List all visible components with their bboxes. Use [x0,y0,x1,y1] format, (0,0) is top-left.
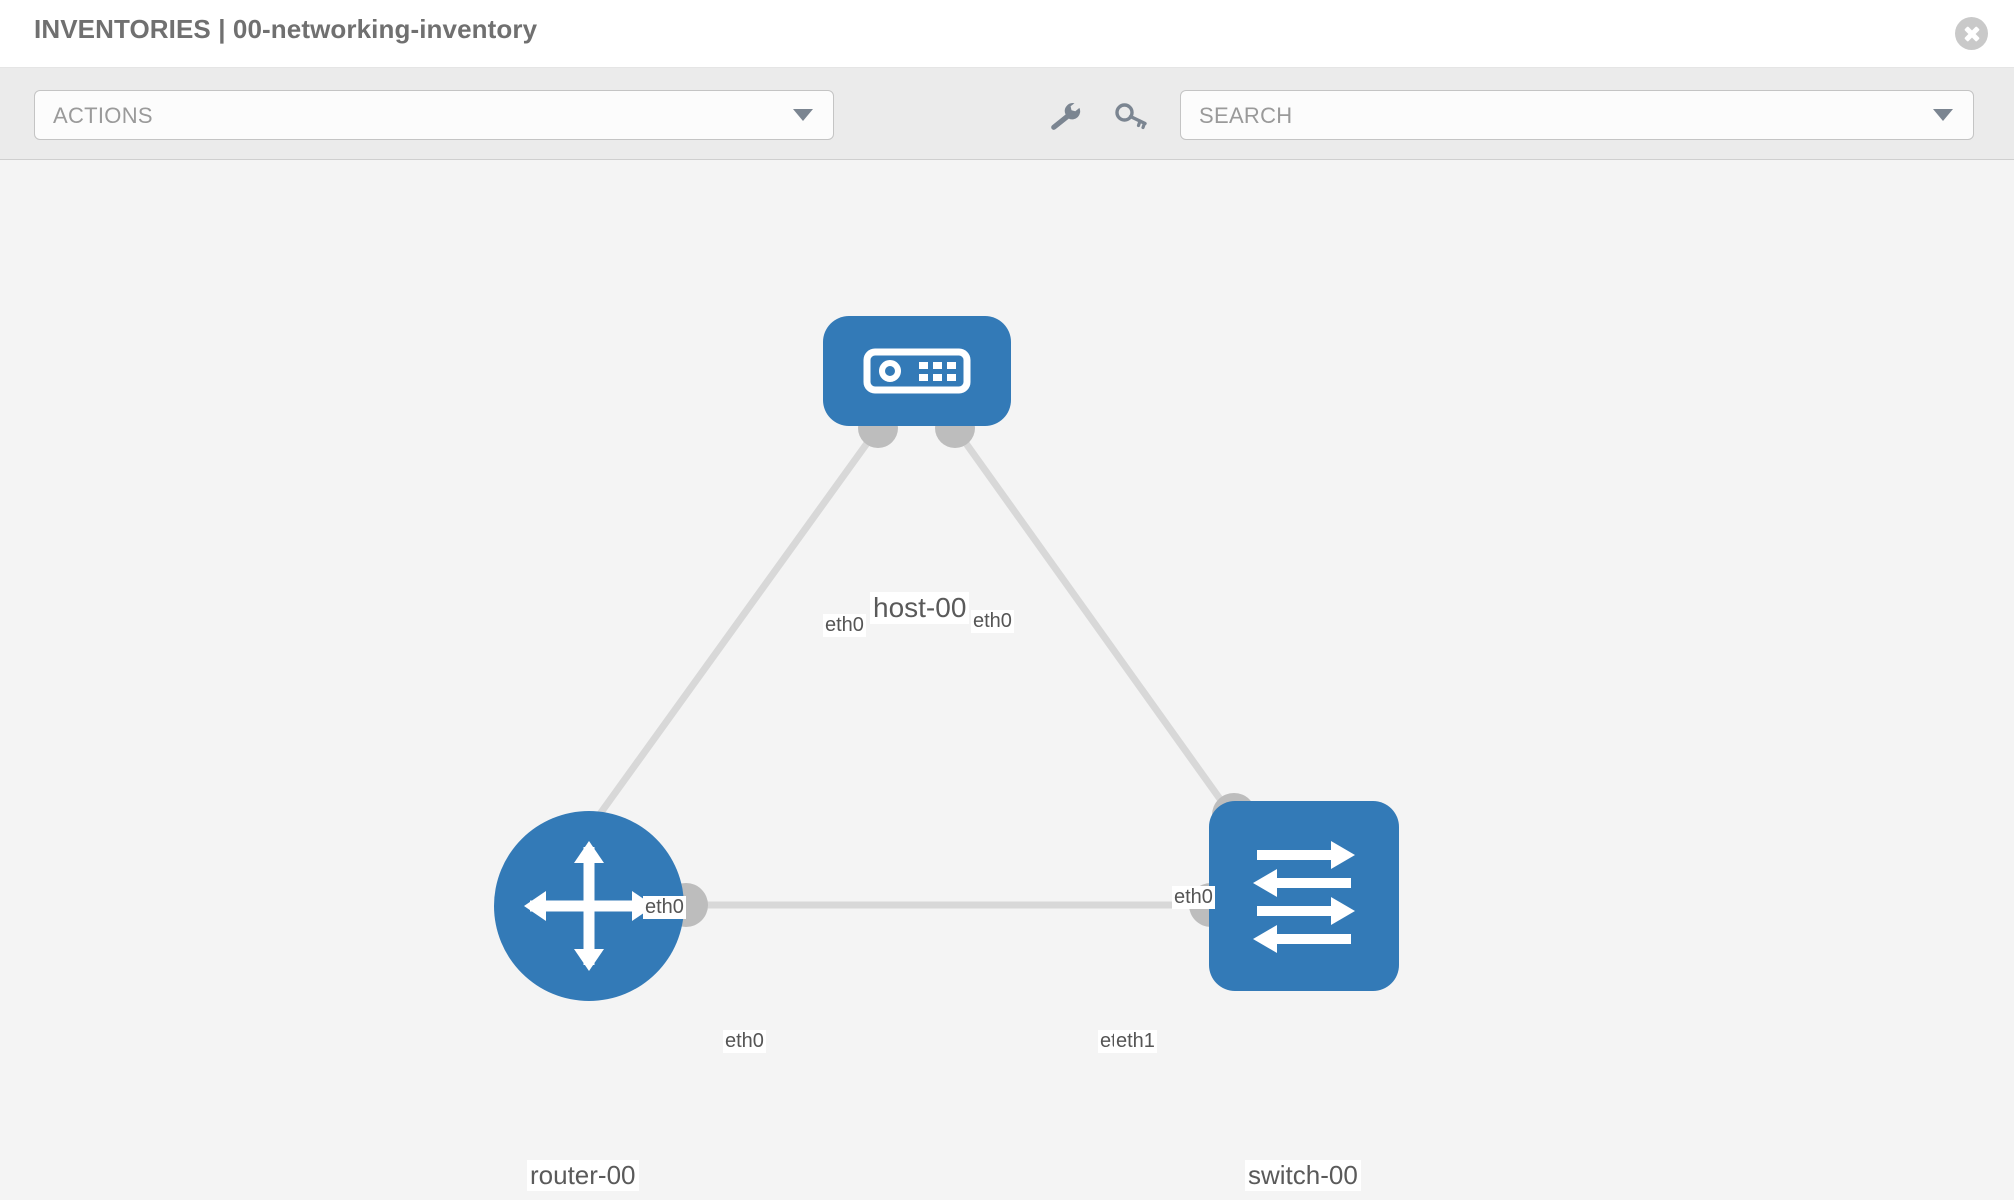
close-icon[interactable] [1955,17,1988,50]
interface-label-router-right: eth0 [723,1030,766,1053]
topology-node-switch-00[interactable] [1209,801,1399,991]
router-arrows-icon [524,841,654,971]
topology-node-host-00[interactable] [823,316,1011,426]
wrench-icon[interactable] [1048,101,1082,131]
interface-label-switch-uplink: eth0 [1172,886,1215,909]
topology-canvas[interactable]: host-00 router-00 switch-00 eth0 eth0 et… [0,160,2014,1200]
chevron-down-icon [793,109,813,121]
interface-label-switch-left-b: eth1 [1114,1030,1157,1053]
search-input-value: SEARCH [1199,103,1293,128]
page-header: INVENTORIES | 00-networking-inventory [0,0,2014,68]
toolbar: ACTIONS SEARCH [0,68,2014,160]
actions-dropdown-label: ACTIONS [53,103,153,128]
topology-node-label-switch-00: switch-00 [1245,1160,1361,1191]
chevron-down-icon [1933,109,1953,121]
search-input[interactable]: SEARCH [1180,90,1974,140]
link-host-router [589,425,881,828]
interface-label-router-uplink: eth0 [643,896,686,919]
interface-label-host-left: eth0 [823,614,866,637]
interface-label-host-right: eth0 [971,610,1014,633]
server-icon [863,348,971,394]
link-host-switch [952,425,1238,823]
key-icon[interactable] [1114,101,1148,131]
topology-node-label-router-00: router-00 [527,1160,639,1191]
topology-node-label-host-00: host-00 [870,592,970,624]
page-title: INVENTORIES | 00-networking-inventory [34,14,538,44]
switch-arrows-icon [1253,841,1355,953]
actions-dropdown[interactable]: ACTIONS [34,90,834,140]
